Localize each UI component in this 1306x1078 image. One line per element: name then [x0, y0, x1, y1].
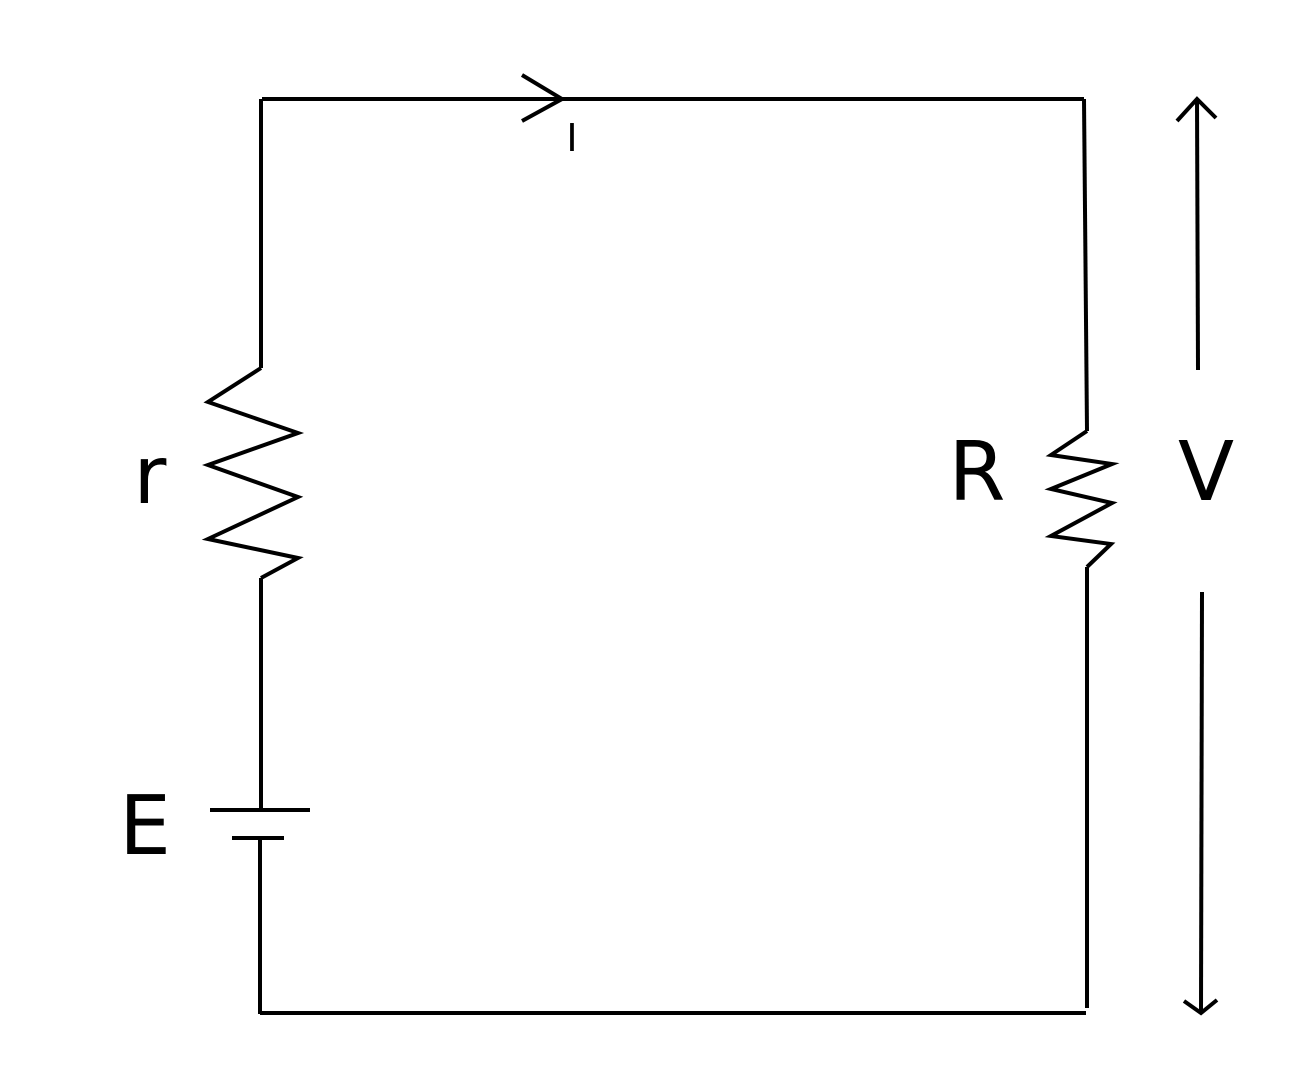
- voltage-label: V: [1178, 425, 1234, 520]
- load-resistance-label: R: [949, 425, 1006, 520]
- arrow-down-icon: [1182, 998, 1219, 1016]
- load-resistor-symbol: [1044, 429, 1120, 569]
- voltage-arrow-up-line: [1195, 99, 1200, 371]
- internal-resistor-symbol: [201, 366, 305, 580]
- internal-resistance-label: r: [134, 429, 167, 522]
- right-upper-wire: [1082, 98, 1089, 432]
- emf-label: E: [119, 779, 171, 874]
- arrow-up-icon: [1175, 96, 1218, 123]
- voltage-arrow-down-line: [1199, 591, 1204, 1013]
- current-label: I: [566, 116, 577, 160]
- current-arrow-icon: [520, 73, 567, 123]
